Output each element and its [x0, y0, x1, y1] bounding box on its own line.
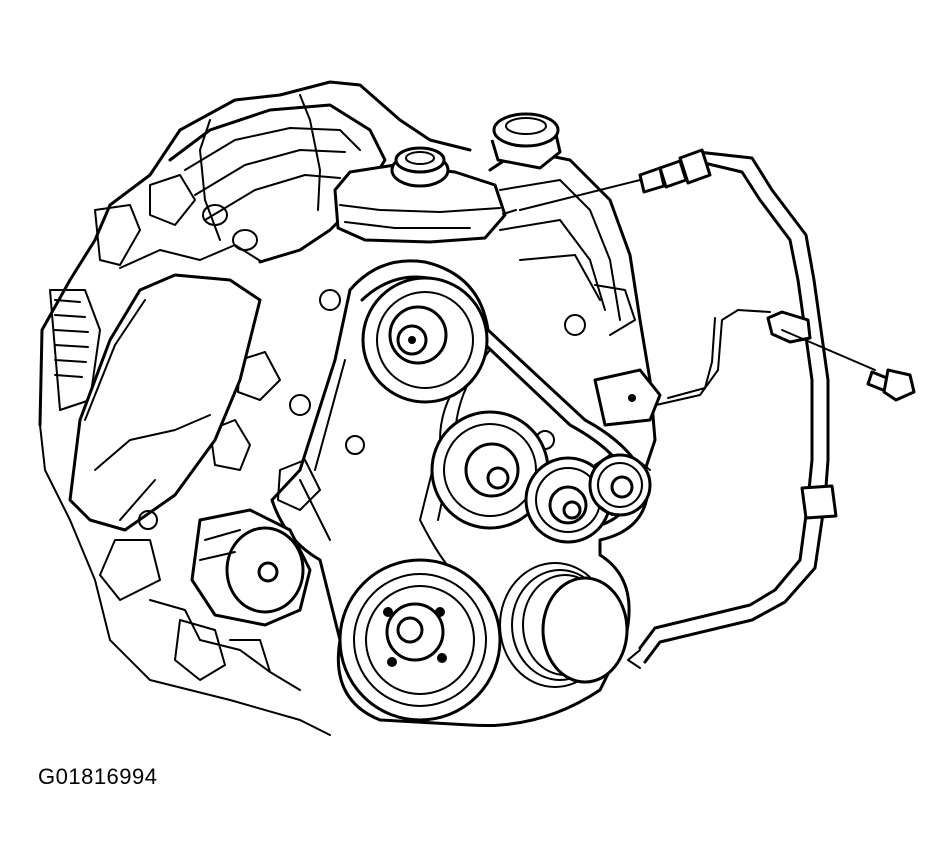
crankshaft-pulley	[338, 558, 502, 722]
ac-line-fitting	[502, 148, 712, 215]
intake-manifold	[149, 94, 387, 264]
ac-line-bracket	[766, 310, 876, 371]
figure-id-label: G01816994	[38, 764, 158, 789]
timing-cover-left	[68, 273, 262, 532]
mounting-bolt	[866, 368, 916, 402]
ac-line	[627, 150, 838, 669]
ac-compressor-clutch	[499, 562, 629, 688]
upper-idler-pulley	[361, 276, 489, 404]
generator-pulley	[190, 508, 312, 627]
belt-tensioner	[588, 453, 652, 517]
valve-cover-right	[488, 148, 662, 472]
reservoir-cap	[390, 146, 450, 188]
coolant-reservoir	[333, 146, 507, 244]
oil-filler-cap	[490, 112, 562, 170]
water-pump-pulley	[430, 410, 550, 530]
